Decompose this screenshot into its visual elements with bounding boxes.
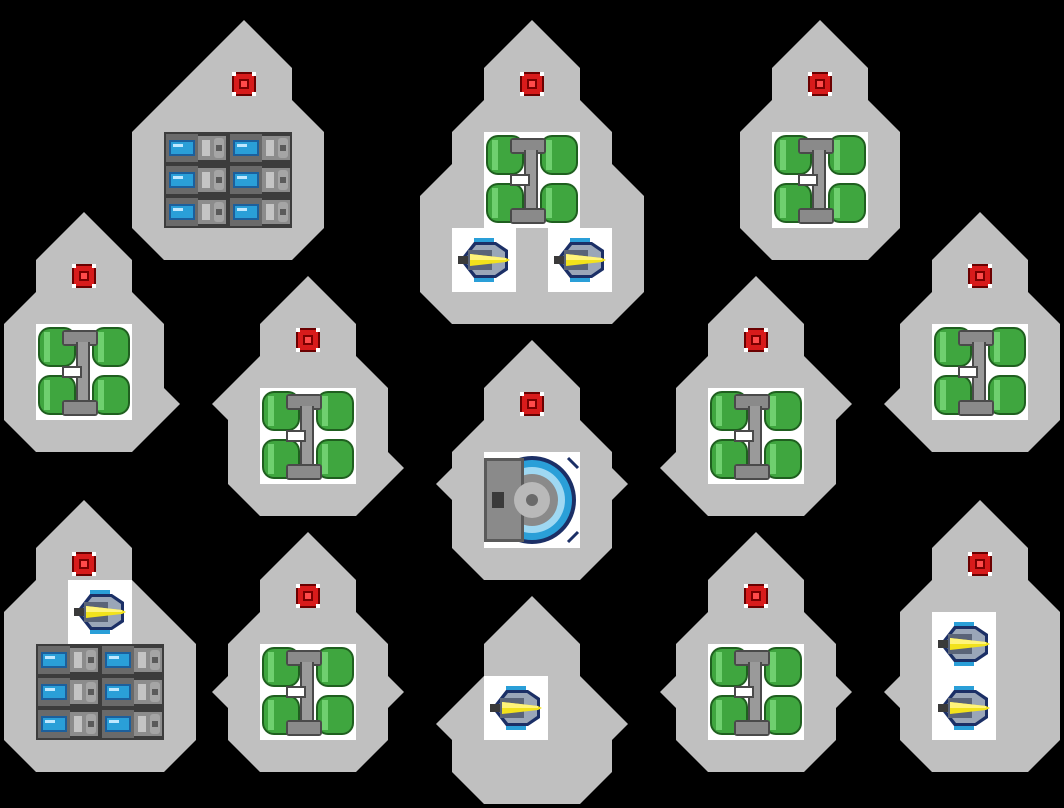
thruster-icon [932,612,996,676]
ship-4 [4,212,180,452]
green-tank-module [260,388,356,484]
ship-5 [884,212,1060,452]
thruster-icon [452,228,516,292]
shield-turret-module [482,450,582,550]
ship-11 [436,596,628,804]
blue-rack-module [164,132,292,228]
core-icon [808,72,832,96]
green-tank-module [772,132,868,228]
thruster-icon [548,228,612,292]
thruster-icon [68,580,132,644]
ship-13 [884,500,1060,772]
core-icon [296,584,320,608]
core-icon [520,72,544,96]
core-icon [744,328,768,352]
thruster-icon [932,676,996,740]
green-tank-module [932,324,1028,420]
ship-6 [212,276,404,516]
green-tank-module [708,388,804,484]
core-icon [968,552,992,576]
green-tank-module [708,644,804,740]
core-icon [72,552,96,576]
thruster-icon [484,676,548,740]
core-icon [520,392,544,416]
green-tank-module [260,644,356,740]
core-icon [296,328,320,352]
ship-1 [132,20,324,260]
core-icon [744,584,768,608]
core-icon [968,264,992,288]
green-tank-module [484,132,580,228]
blue-rack-module [36,644,164,740]
core-icon [232,72,256,96]
ship-3 [740,20,900,260]
ship-7 [436,340,628,580]
ship-10 [212,532,404,772]
ship-8 [660,276,852,516]
ship-2 [420,20,644,324]
green-tank-module [36,324,132,420]
core-icon [72,264,96,288]
ship-12 [660,532,852,772]
ship-9 [4,500,196,772]
